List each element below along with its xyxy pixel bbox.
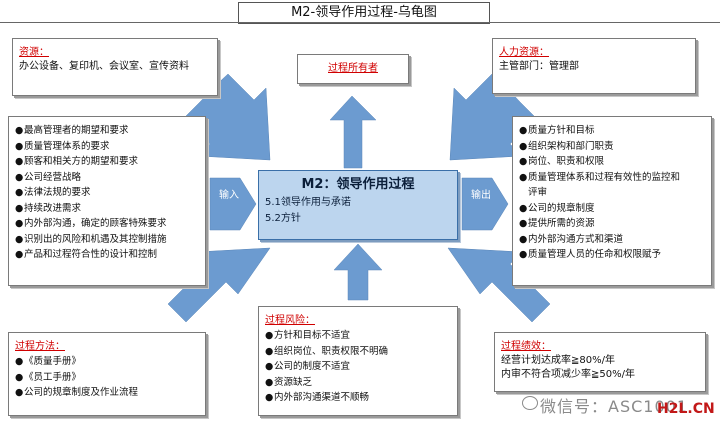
human-resources-text: 主管部门：管理部	[499, 61, 579, 72]
list-item: ●资源缺乏	[265, 376, 313, 388]
outputs-box: ●质量方针和目标 ●组织架构和部门职责 ●岗位、职责和权限 ●质量管理体系和过程…	[512, 116, 712, 286]
list-item: ●质量管理体系的要求	[15, 140, 110, 152]
center-process-item: 5.2方针	[265, 213, 301, 224]
resources-title: 资源：	[19, 47, 49, 58]
performance-item: 经营计划达成率≧80%/年	[501, 355, 615, 366]
list-item: ●质量管理体系和过程有效性的监控和	[519, 171, 681, 183]
center-process-title: M2：领导作用过程	[301, 177, 415, 192]
resources-box: 资源： 办公设备、复印机、会议室、宣传资料	[12, 38, 218, 96]
arrow-process-owner	[329, 95, 377, 169]
list-item: ●公司的规章制度	[519, 202, 595, 214]
list-item: ●组织岗位、职责权限不明确	[265, 345, 389, 357]
arrow-output	[461, 177, 509, 231]
list-item: ●最高管理者的期望和要求	[15, 125, 129, 136]
human-resources-title: 人力资源：	[499, 47, 549, 58]
list-item: ●《员工手册》	[15, 371, 82, 383]
list-item: ●质量管理人员的任命和权限赋予	[519, 249, 662, 260]
inputs-box: ●最高管理者的期望和要求 ●质量管理体系的要求 ●顾客和相关方的期望和要求 ●公…	[8, 116, 206, 286]
process-owner-box: 过程所有者	[297, 54, 409, 84]
list-item: ●公司的制度不适宜	[265, 361, 351, 372]
list-item: ●内外部沟通方式和渠道	[519, 233, 624, 245]
list-item: ●法律法规的要求	[15, 187, 91, 198]
input-arrow-label: 输入	[219, 190, 239, 201]
arrow-input	[209, 177, 257, 231]
human-resources-box: 人力资源： 主管部门：管理部	[492, 38, 696, 94]
list-item: ●提供所需的资源	[519, 218, 595, 229]
diagram-title: M2-领导作用过程-乌龟图	[238, 2, 490, 24]
resources-text: 办公设备、复印机、会议室、宣传资料	[19, 61, 189, 72]
list-item: ●《质量手册》	[15, 356, 82, 367]
list-item: ●公司经营战略	[15, 171, 82, 183]
performance-title: 过程绩效：	[501, 341, 551, 352]
risks-box: 过程风险： ●方针和目标不适宜 ●组织岗位、职责权限不明确 ●公司的制度不适宜 …	[258, 306, 458, 416]
site-watermark: H2L.CN	[657, 401, 715, 417]
methods-box: 过程方法： ●《质量手册》 ●《员工手册》 ●公司的规章制度及作业流程	[8, 332, 206, 416]
center-process-box: M2：领导作用过程 5.1领导作用与承诺 5.2方针	[258, 170, 458, 240]
wechat-icon	[522, 396, 538, 410]
wechat-watermark: 微信号：ASC1001	[540, 397, 688, 416]
title-divider	[0, 22, 720, 23]
performance-item: 内审不符合项减少率≧50%/年	[501, 369, 635, 380]
list-item: ●识别出的风险和机遇及其控制措施	[15, 233, 167, 245]
risks-title: 过程风险：	[265, 315, 315, 326]
arrow-risks	[333, 243, 383, 301]
outputs-list: ●质量方针和目标 ●组织架构和部门职责 ●岗位、职责和权限 ●质量管理体系和过程…	[519, 123, 705, 263]
list-item: ●组织架构和部门职责	[519, 140, 614, 152]
list-item: ●持续改进需求	[15, 202, 82, 214]
risks-list: ●方针和目标不适宜 ●组织岗位、职责权限不明确 ●公司的制度不适宜 ●资源缺乏 …	[265, 328, 451, 406]
inputs-list: ●最高管理者的期望和要求 ●质量管理体系的要求 ●顾客和相关方的期望和要求 ●公…	[15, 123, 199, 263]
methods-title: 过程方法：	[15, 341, 65, 352]
center-process-item: 5.1领导作用与承诺	[265, 197, 351, 208]
list-item: ●公司的规章制度及作业流程	[15, 387, 139, 398]
list-item: ●产品和过程符合性的设计和控制	[15, 249, 158, 260]
methods-list: ●《质量手册》 ●《员工手册》 ●公司的规章制度及作业流程	[15, 354, 199, 401]
list-item: ●内外部沟通，确定的顾客特殊要求	[15, 218, 167, 229]
list-item: ●顾客和相关方的期望和要求	[15, 156, 139, 167]
list-item: 评审	[528, 187, 548, 198]
list-item: ●质量方针和目标	[519, 125, 595, 136]
list-item: ●岗位、职责和权限	[519, 156, 605, 167]
list-item: ●方针和目标不适宜	[265, 330, 351, 341]
output-arrow-label: 输出	[471, 190, 491, 201]
list-item: ●内外部沟通渠道不顺畅	[265, 392, 370, 403]
performance-box: 过程绩效： 经营计划达成率≧80%/年 内审不符合项减少率≧50%/年	[494, 332, 706, 392]
